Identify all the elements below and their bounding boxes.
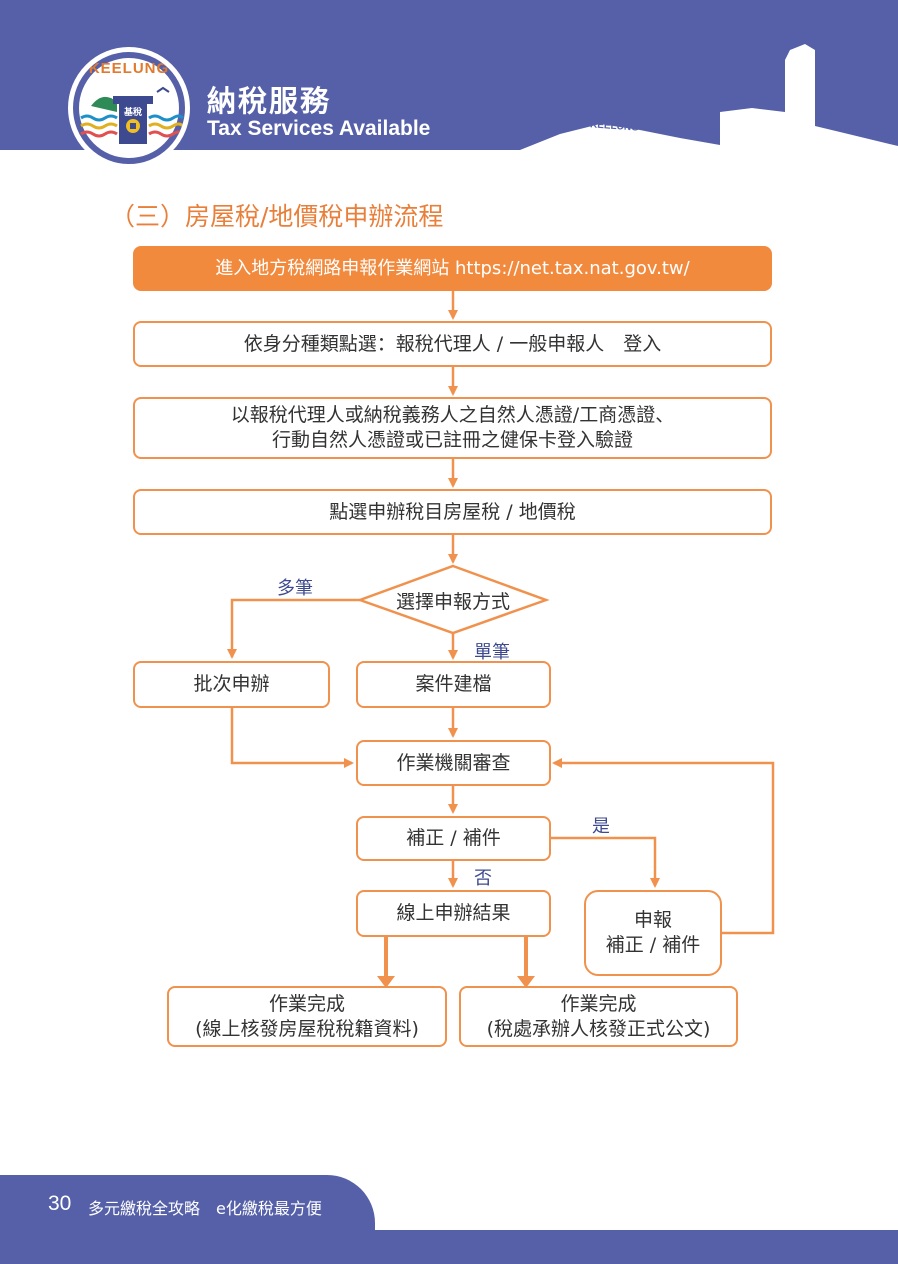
page-number: 30 [48,1192,72,1215]
step-done-online: 作業完成 (線上核發房屋稅稅籍資料) [167,986,447,1047]
footer-slogan: 多元繳稅全攻略 e化繳稅最方便 [88,1199,322,1218]
section-title: （三）房屋稅/地價稅申辦流程 [110,202,444,231]
step-supplement: 補正 / 補件 [356,816,551,861]
step-case-creation: 案件建檔 [356,661,551,708]
label-yes: 是 [592,816,610,837]
footer-bar [0,1230,898,1264]
logo-badge: 基稅 [123,108,142,118]
keelung-logo: KEELUNG 基稅 [68,47,190,169]
footer-tab [0,1175,375,1235]
logo-text: KEELUNG [88,60,170,77]
label-multiple: 多筆 [277,578,313,599]
step-identity-login: 依身分種類點選：報稅代理人 / 一般申報人 登入 [133,321,772,367]
step-select-tax-type: 點選申辦稅目房屋稅 / 地價稅 [133,489,772,535]
label-no: 否 [474,868,492,889]
label-single: 單筆 [474,642,510,663]
decision-label: 選擇申報方式 [395,591,510,613]
city-skyline-graphic [520,44,898,150]
step-verify-certificate: 以報稅代理人或納稅義務人之自然人憑證/工商憑證、 行動自然人憑證或已註冊之健保卡… [133,397,772,459]
brand-title-zh: 納稅服務 [207,84,332,118]
step-batch-filing: 批次申辦 [133,661,330,708]
step-report-supplement: 申報 補正 / 補件 [584,890,722,976]
step-agency-review: 作業機關審查 [356,740,551,786]
decision-diamond [356,564,550,635]
step-done-office: 作業完成 (稅處承辦人核發正式公文) [459,986,738,1047]
step-enter-website: 進入地方稅網路申報作業網站 https://net.tax.nat.gov.tw… [133,246,772,291]
brand-title-en: Tax Services Available [207,117,431,140]
step-online-result: 線上申辦結果 [356,890,551,937]
